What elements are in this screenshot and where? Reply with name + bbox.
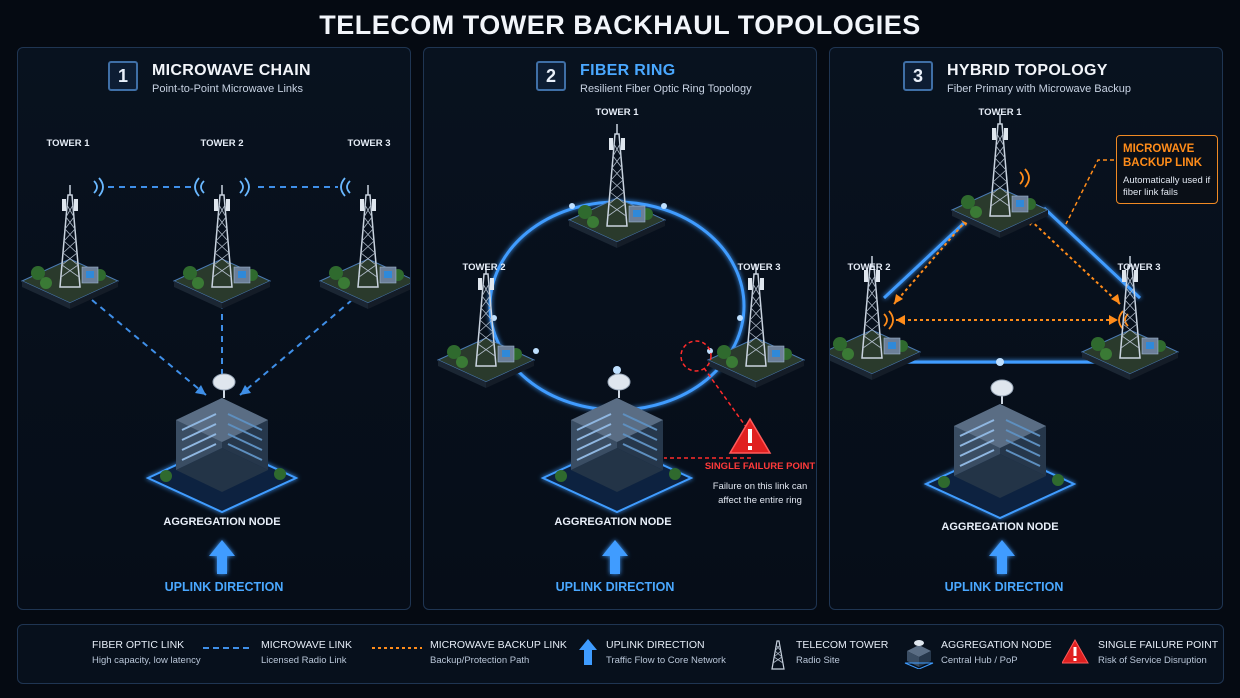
radio-waves-icon (239, 177, 250, 197)
legend-title: AGGREGATION NODE (941, 639, 1052, 651)
legend-desc: Central Hub / PoP (941, 655, 1018, 666)
warning-icon (728, 417, 772, 454)
legend-desc: Backup/Protection Path (430, 655, 530, 666)
radio-waves-icon (340, 177, 351, 197)
tower-icon (1081, 255, 1179, 381)
legend-desc: Traffic Flow to Core Network (606, 655, 726, 666)
uplink-arrow-icon (602, 540, 628, 574)
microwave-link-3-node (239, 299, 353, 396)
uplink-label: UPLINK DIRECTION (944, 580, 1064, 594)
tower-label: TOWER 2 (200, 138, 244, 149)
legend-desc: High capacity, low latency (92, 655, 201, 666)
panel-number: 3 (903, 61, 933, 91)
panel-number: 2 (536, 61, 566, 91)
tower-label: TOWER 1 (46, 138, 90, 149)
hybrid-topology-diagram (830, 113, 1179, 610)
callout-text: Failure on this link can affect the enti… (712, 481, 808, 506)
legend-item-fiber: FIBER OPTIC LINK High capacity, low laten… (32, 639, 201, 669)
legend-item-node: AGGREGATION NODE Central Hub / PoP (903, 639, 1052, 670)
aggregation-node-label: AGGREGATION NODE (163, 516, 281, 528)
tower-label: TOWER 3 (347, 138, 391, 149)
tower-icon (319, 184, 410, 310)
tower-icon (830, 255, 921, 381)
legend: FIBER OPTIC LINK High capacity, low laten… (17, 624, 1224, 684)
fiber-link-1-3 (1042, 206, 1142, 300)
panel-subtitle: Point-to-Point Microwave Links (152, 83, 304, 95)
radio-waves-icon (194, 177, 205, 197)
tower-icon (21, 184, 119, 310)
tower-icon (437, 263, 535, 389)
legend-title: FIBER OPTIC LINK (92, 639, 185, 651)
microwave-link-1-node (91, 299, 207, 396)
legend-desc: Radio Site (796, 655, 840, 666)
warning-icon (1061, 638, 1089, 664)
panel-name: MICROWAVE CHAIN (152, 62, 311, 79)
legend-desc: Risk of Service Disruption (1098, 655, 1207, 666)
uplink-arrow-icon (209, 540, 235, 574)
aggregation-node-label: AGGREGATION NODE (554, 516, 672, 528)
callout-text: Automatically used if fiber link fails (1123, 175, 1211, 198)
panel-microwave-chain: 1 MICROWAVE CHAIN Point-to-Point Microwa… (17, 47, 411, 610)
panel-subtitle: Resilient Fiber Optic Ring Topology (580, 83, 752, 95)
callout-title: SINGLE FAILURE POINT (704, 461, 816, 472)
tower-icon (568, 123, 666, 249)
legend-title: MICROWAVE BACKUP LINK (430, 639, 567, 651)
single-failure-callout: SINGLE FAILURE POINT Failure on this lin… (700, 461, 816, 508)
up-arrow-icon (579, 639, 597, 665)
legend-title: TELECOM TOWER (796, 639, 889, 651)
legend-item-backup: MICROWAVE BACKUP LINK Backup/Protection P… (370, 639, 567, 669)
radio-waves-icon (883, 310, 894, 330)
panel-fiber-ring: 2 FIBER RING Resilient Fiber Optic Ring … (423, 47, 817, 610)
tower-icon (951, 113, 1049, 239)
radio-waves-icon (1019, 168, 1030, 188)
failure-point-marker (680, 340, 712, 372)
tower-label: TOWER 2 (462, 262, 506, 273)
tower-icon (173, 184, 271, 310)
panel-number: 1 (108, 61, 138, 91)
legend-title: UPLINK DIRECTION (606, 639, 705, 651)
legend-title: SINGLE FAILURE POINT (1098, 639, 1219, 651)
fiber-ring-diagram (437, 123, 805, 610)
microwave-chain-diagram (21, 177, 410, 610)
legend-desc: Licensed Radio Link (261, 655, 347, 666)
aggregation-node-icon (148, 374, 296, 512)
uplink-arrow-icon (989, 540, 1015, 574)
tower-label: TOWER 1 (595, 107, 639, 118)
legend-item-tower: TELECOM TOWER Radio Site (766, 639, 889, 670)
page-title: TELECOM TOWER BACKHAUL TOPOLOGIES (319, 10, 921, 40)
legend-item-failure: SINGLE FAILURE POINT Risk of Service Disr… (1061, 638, 1219, 669)
tower-icon (707, 263, 805, 389)
backup-link-1-2 (893, 215, 971, 305)
radio-waves-icon (93, 177, 104, 197)
panel-hybrid-topology: 3 HYBRID TOPOLOGY Fiber Primary with Mic… (829, 47, 1223, 610)
legend-item-microwave: MICROWAVE LINK Licensed Radio Link (201, 639, 352, 669)
panel-name: FIBER RING (580, 62, 676, 79)
tower-label: TOWER 3 (737, 262, 781, 273)
tower-label: TOWER 2 (847, 262, 891, 273)
callout-title: MICROWAVE BACKUP LINK (1123, 143, 1203, 169)
backup-link-callout: MICROWAVE BACKUP LINK Automatically used… (1116, 135, 1218, 204)
panel-name: HYBRID TOPOLOGY (947, 62, 1108, 79)
panel-subtitle: Fiber Primary with Microwave Backup (947, 83, 1131, 95)
tower-label: TOWER 1 (978, 107, 1022, 118)
tower-icon (771, 640, 785, 670)
tower-label: TOWER 3 (1117, 262, 1161, 273)
legend-item-uplink: UPLINK DIRECTION Traffic Flow to Core Net… (578, 639, 726, 669)
legend-title: MICROWAVE LINK (261, 639, 353, 651)
building-icon (904, 640, 934, 670)
uplink-label: UPLINK DIRECTION (164, 580, 284, 594)
backup-link-1-3 (1025, 215, 1121, 305)
aggregation-node-label: AGGREGATION NODE (941, 521, 1059, 533)
uplink-label: UPLINK DIRECTION (555, 580, 675, 594)
